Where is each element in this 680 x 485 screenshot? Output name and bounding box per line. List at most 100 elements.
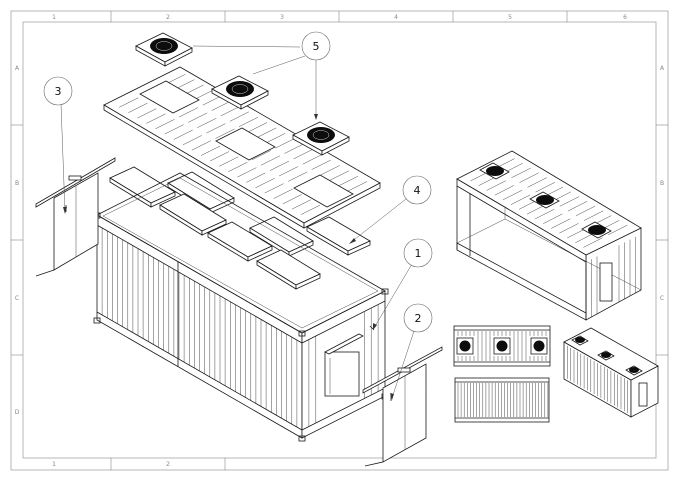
leader-lines — [60, 45, 415, 399]
iso-roof-slat — [502, 189, 523, 201]
roof-slat — [273, 188, 293, 199]
roof-slat — [275, 138, 295, 149]
roof-slat — [311, 159, 331, 170]
roof-slat — [188, 112, 208, 123]
roof-slat — [255, 178, 275, 189]
iso-roof-slat — [575, 205, 596, 217]
roof-slat — [284, 143, 304, 154]
roof-slat — [219, 156, 239, 167]
end-door-left — [35, 157, 116, 277]
iso-roof-slat — [583, 237, 603, 248]
roof-slat — [155, 119, 175, 130]
small-isometric-view — [563, 327, 659, 418]
balloon-4-label: 4 — [414, 184, 421, 197]
roof-slat — [178, 107, 199, 118]
zone-right-c: C — [660, 295, 664, 302]
side-orthographic-view — [454, 377, 550, 423]
iso-roof-slat — [511, 167, 531, 179]
zone-top-1: 1 — [52, 14, 56, 21]
zone-left-c: C — [15, 295, 19, 302]
zone-left-d: D — [15, 409, 20, 416]
roof-panel — [103, 66, 381, 229]
zone-bottom-1: 1 — [52, 461, 56, 468]
balloon-3-label: 3 — [55, 85, 62, 98]
iso-roof-slat — [542, 213, 563, 224]
zone-left-b: B — [15, 180, 19, 187]
iso-roof-slat — [510, 194, 531, 205]
roof-slat — [197, 117, 217, 128]
roof-slat — [229, 111, 250, 122]
iso-roof-slat — [494, 185, 515, 196]
iso-roof-slat — [559, 196, 580, 207]
iso-roof-slat — [559, 223, 579, 234]
balloon-1: 1 — [403, 238, 433, 268]
roof-slat — [119, 97, 139, 108]
roof-slat — [184, 84, 204, 95]
zone-left-a: A — [15, 65, 20, 72]
roof-slat — [282, 194, 302, 205]
iso-roof-slat — [519, 172, 539, 183]
roof-slat — [164, 124, 184, 135]
iso-fan-2 — [529, 191, 560, 209]
roof-slat — [191, 140, 212, 151]
top-orthographic-view — [453, 325, 551, 367]
zone-top-2: 2 — [166, 14, 170, 21]
zone-top-5: 5 — [508, 14, 512, 21]
roof-slat — [291, 199, 312, 210]
roof-slat — [166, 74, 186, 85]
iso-roof-slat — [486, 180, 507, 191]
zone-top-4: 4 — [394, 14, 398, 21]
roof-slat — [320, 165, 340, 176]
balloon-5-label: 5 — [313, 40, 320, 53]
balloon-3: 3 — [43, 76, 73, 106]
roof-slat — [238, 116, 259, 127]
roof-slat — [237, 167, 257, 178]
roof-slat — [251, 150, 271, 161]
roof-slat — [202, 95, 222, 106]
roof-slat — [302, 154, 322, 165]
iso-roof-slat — [551, 218, 571, 229]
leader-arrowheads — [63, 114, 394, 400]
balloon-5: 5 — [301, 31, 331, 61]
roof-slat — [257, 127, 277, 138]
fan-unit-1 — [135, 32, 193, 67]
roof-slat — [228, 161, 248, 172]
fan-unit-2 — [211, 75, 269, 110]
balloon-2: 2 — [403, 303, 433, 333]
roof-slat — [215, 128, 235, 139]
end-door-right — [362, 346, 443, 467]
iso-roof-slat — [535, 182, 556, 193]
drawing-frame — [10, 10, 669, 471]
roof-slat — [211, 100, 231, 111]
roof-slat — [128, 102, 148, 113]
roof-slat — [260, 155, 281, 166]
assembled-isometric-view — [456, 150, 642, 321]
zone-right-a: A — [660, 65, 665, 72]
roof-slat — [347, 181, 368, 192]
roof-slat — [293, 149, 313, 160]
iso-roof-slat — [608, 224, 628, 236]
roof-slat — [338, 175, 359, 186]
roof-slat — [247, 122, 268, 133]
zone-top-6: 6 — [623, 14, 627, 21]
roof-slat — [209, 151, 230, 162]
roof-slat — [137, 108, 157, 119]
iso-roof-slat — [583, 210, 604, 221]
zone-top-3: 3 — [280, 14, 284, 21]
roof-slat — [146, 113, 166, 124]
roof-slat — [246, 172, 266, 183]
iso-roof-slat — [527, 177, 547, 188]
roof-slat — [300, 204, 321, 215]
roof-slat — [220, 106, 240, 117]
roof-slat — [175, 79, 195, 90]
roof-slat — [200, 145, 221, 156]
roof-slat — [264, 183, 284, 194]
balloon-1-label: 1 — [415, 247, 422, 260]
iso-fan-1 — [479, 162, 510, 180]
fan-unit-3 — [292, 121, 350, 156]
iso-fan-3 — [581, 221, 612, 239]
roof-slat — [206, 123, 226, 134]
roof-slat — [266, 133, 286, 144]
balloon-2-label: 2 — [415, 312, 422, 325]
